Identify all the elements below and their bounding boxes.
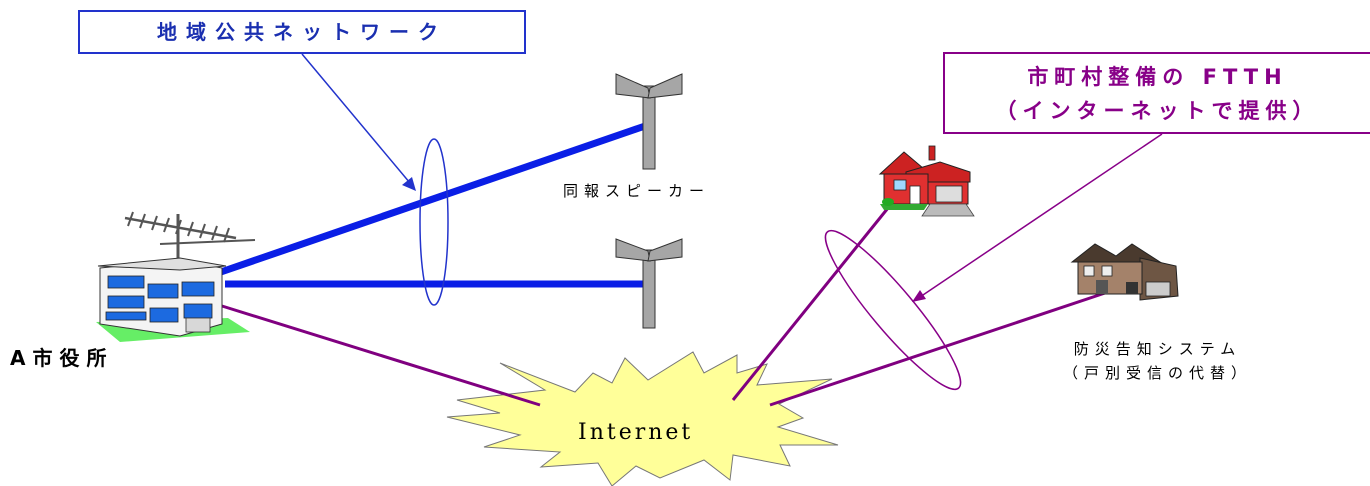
network-link-upper (216, 122, 647, 277)
ftth-label-line1: 市町村整備の FTTH (1027, 65, 1288, 89)
ftth-pointer-line (919, 133, 1163, 298)
loudspeaker-icon (615, 238, 683, 329)
speaker-label: 同報スピーカー (563, 182, 711, 200)
regional-network-label: 地域公共ネットワーク (157, 20, 447, 44)
ftth-label-line2: （インターネットで提供） (995, 99, 1320, 123)
internet-cloud (446, 351, 839, 486)
disaster-notification-line2: （戸別受信の代替） (1063, 364, 1253, 382)
brown-house-icon (1070, 243, 1179, 301)
ftth-bundle-ellipse (824, 229, 962, 391)
disaster-notification-line1: 防災告知システム (1073, 340, 1242, 358)
loudspeaker-icon (615, 73, 683, 170)
regional-network-label-box: 地域公共ネットワーク (78, 10, 526, 54)
city-hall-building-icon (96, 211, 256, 342)
city-hall-label: A市役所 (10, 346, 114, 370)
disaster-notification-label: 防災告知システム （戸別受信の代替） (1063, 337, 1252, 385)
ftth-pointer-arrowhead (912, 290, 926, 302)
network-bundle-ellipse (419, 138, 449, 306)
ftth-label-box: 市町村整備の FTTH （インターネットで提供） (943, 52, 1370, 134)
network-pointer-line (301, 53, 411, 184)
internet-house-red-link (731, 207, 890, 401)
internet-label: Internet (578, 420, 694, 445)
red-house-icon (878, 145, 975, 217)
city-hall-internet-link (221, 304, 541, 407)
network-pointer-arrowhead (402, 177, 416, 191)
